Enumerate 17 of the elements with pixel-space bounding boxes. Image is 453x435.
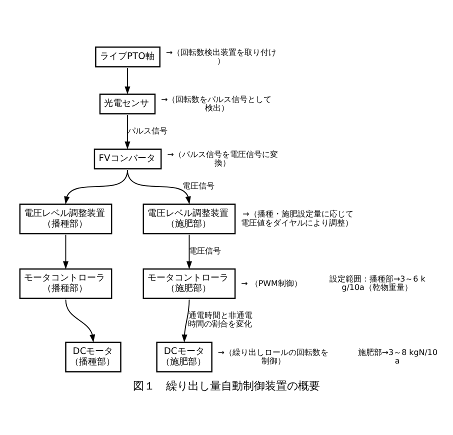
arrow: [124, 67, 130, 94]
node-box: 光電センサ: [99, 93, 156, 114]
arrow: [65, 298, 96, 342]
node-box: ライブPTO軸: [95, 46, 160, 67]
node-box: モータコントローラ （施肥部）: [142, 268, 236, 298]
arrow: [127, 169, 191, 204]
arrow: [182, 298, 190, 342]
arrow: [186, 234, 192, 269]
arrow: [124, 114, 130, 149]
arrow: [62, 234, 69, 269]
node-box: DCモータ （施肥部）: [156, 341, 212, 372]
node-box: 電圧レベル調整装置 （施肥部）: [142, 203, 236, 234]
node-box: モータコントローラ （播種部）: [19, 268, 112, 298]
caption: 図１ 繰り出し量自動制御装置の概要: [133, 379, 320, 392]
node-box: 電圧レベル調整装置 （播種部）: [19, 203, 112, 234]
node-box: FVコンバータ: [94, 148, 162, 169]
node-box: DCモータ （播種部）: [65, 341, 122, 372]
